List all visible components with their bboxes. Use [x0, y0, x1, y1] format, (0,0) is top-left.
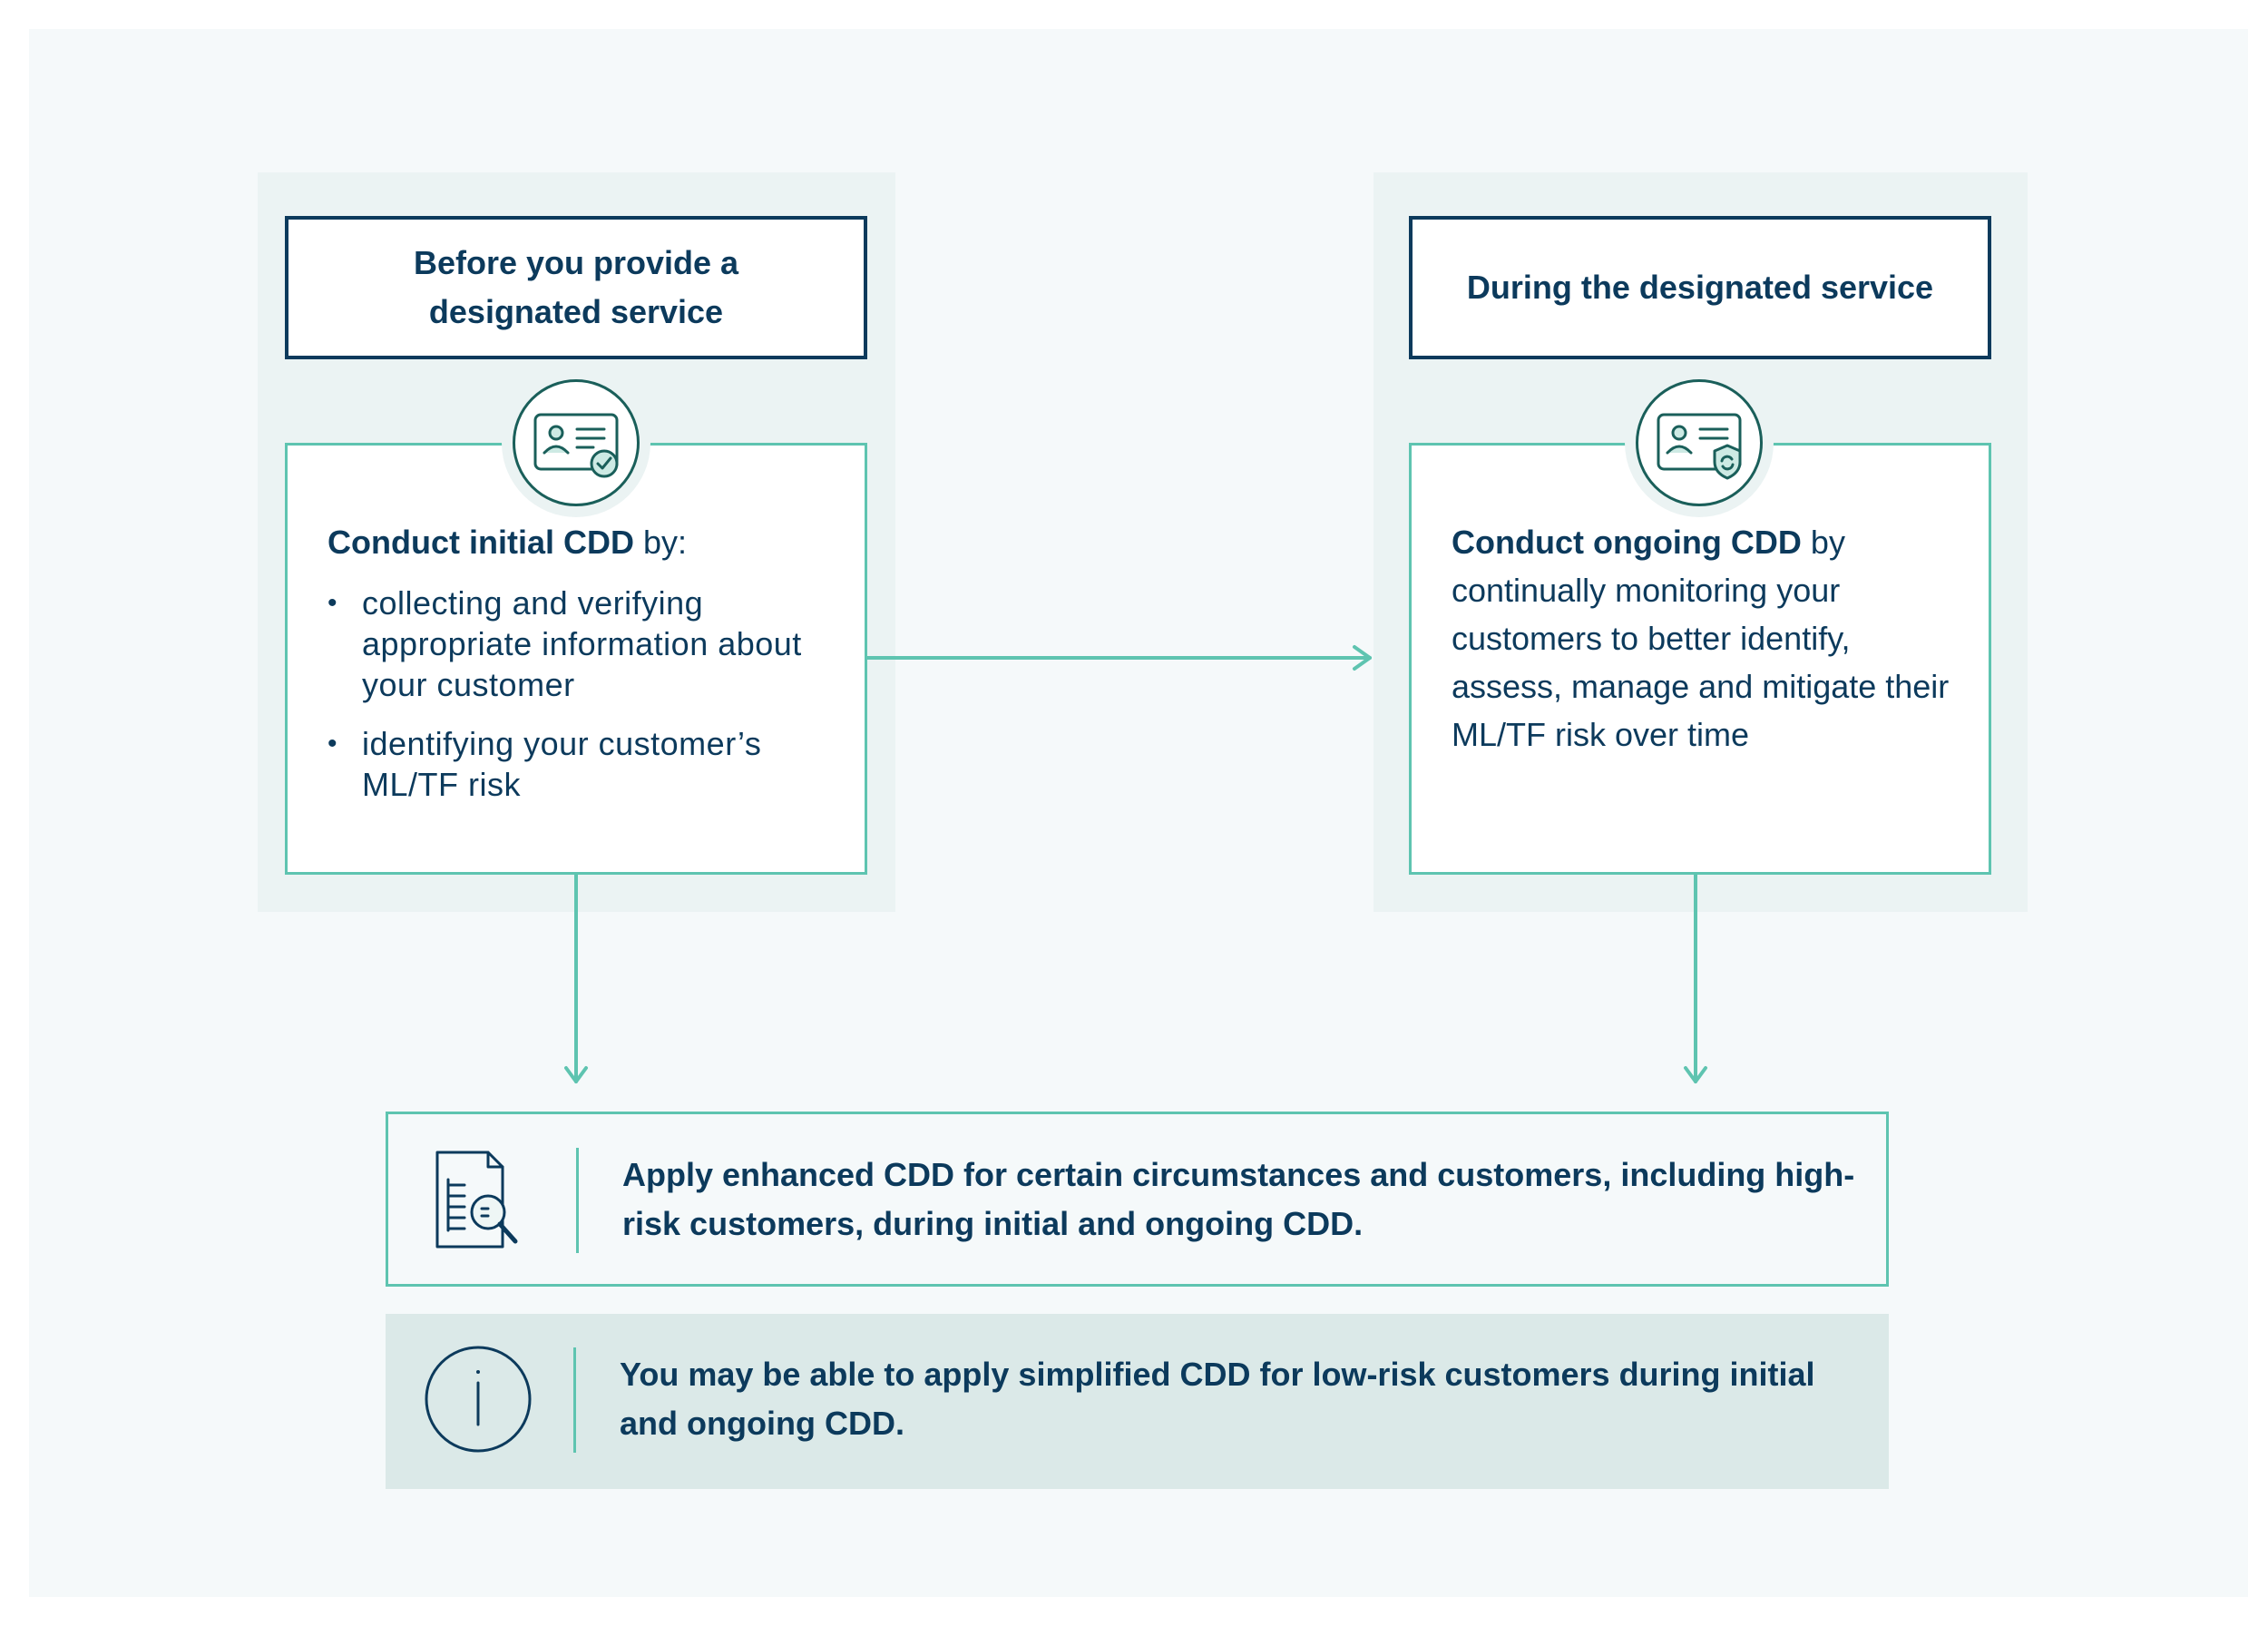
before-heading-text: Before you provide a designated service: [413, 244, 739, 330]
enhanced-cdd-box: Apply enhanced CDD for certain circumsta…: [386, 1112, 1889, 1287]
simplified-cdd-box: You may be able to apply simplified CDD …: [386, 1314, 1889, 1489]
ongoing-cdd-box: Conduct ongoing CDD by continually monit…: [1409, 443, 1991, 875]
before-service-heading: Before you provide a designated service: [285, 216, 867, 359]
simplified-cdd-text: You may be able to apply simplified CDD …: [620, 1356, 1815, 1442]
initial-cdd-bullets: collecting and verifying appropriate inf…: [327, 583, 836, 805]
during-heading-text: During the designated service: [1466, 269, 1934, 306]
arrow-head-down-right: [1684, 1066, 1707, 1083]
document-magnifier-icon: [425, 1143, 533, 1266]
ongoing-cdd-description: by continually monitoring your customers…: [1452, 524, 1950, 753]
id-card-check-icon: [513, 379, 640, 506]
ongoing-cdd-text: Conduct ongoing CDD by continually monit…: [1452, 518, 1960, 759]
id-card-shield-refresh-icon: [1636, 379, 1763, 506]
arrow-head-down-left: [564, 1066, 588, 1083]
initial-cdd-box: Conduct initial CDD by: collecting and v…: [285, 443, 867, 875]
initial-cdd-strong: Conduct initial CDD: [327, 524, 634, 561]
simplified-divider: [573, 1347, 576, 1453]
during-service-heading: During the designated service: [1409, 216, 1991, 359]
initial-cdd-text: Conduct initial CDD by: collecting and v…: [327, 518, 836, 823]
initial-cdd-by: by:: [633, 524, 688, 561]
bullet-collecting: collecting and verifying appropriate inf…: [327, 583, 836, 705]
enhanced-cdd-text: Apply enhanced CDD for certain circumsta…: [622, 1156, 1855, 1242]
bullet-identifying: identifying your customer’s ML/TF risk: [327, 723, 836, 805]
arrow-head-right: [1353, 645, 1372, 671]
enhanced-divider: [576, 1148, 579, 1253]
info-icon: [422, 1343, 534, 1460]
ongoing-cdd-strong: Conduct ongoing CDD: [1452, 524, 1802, 561]
